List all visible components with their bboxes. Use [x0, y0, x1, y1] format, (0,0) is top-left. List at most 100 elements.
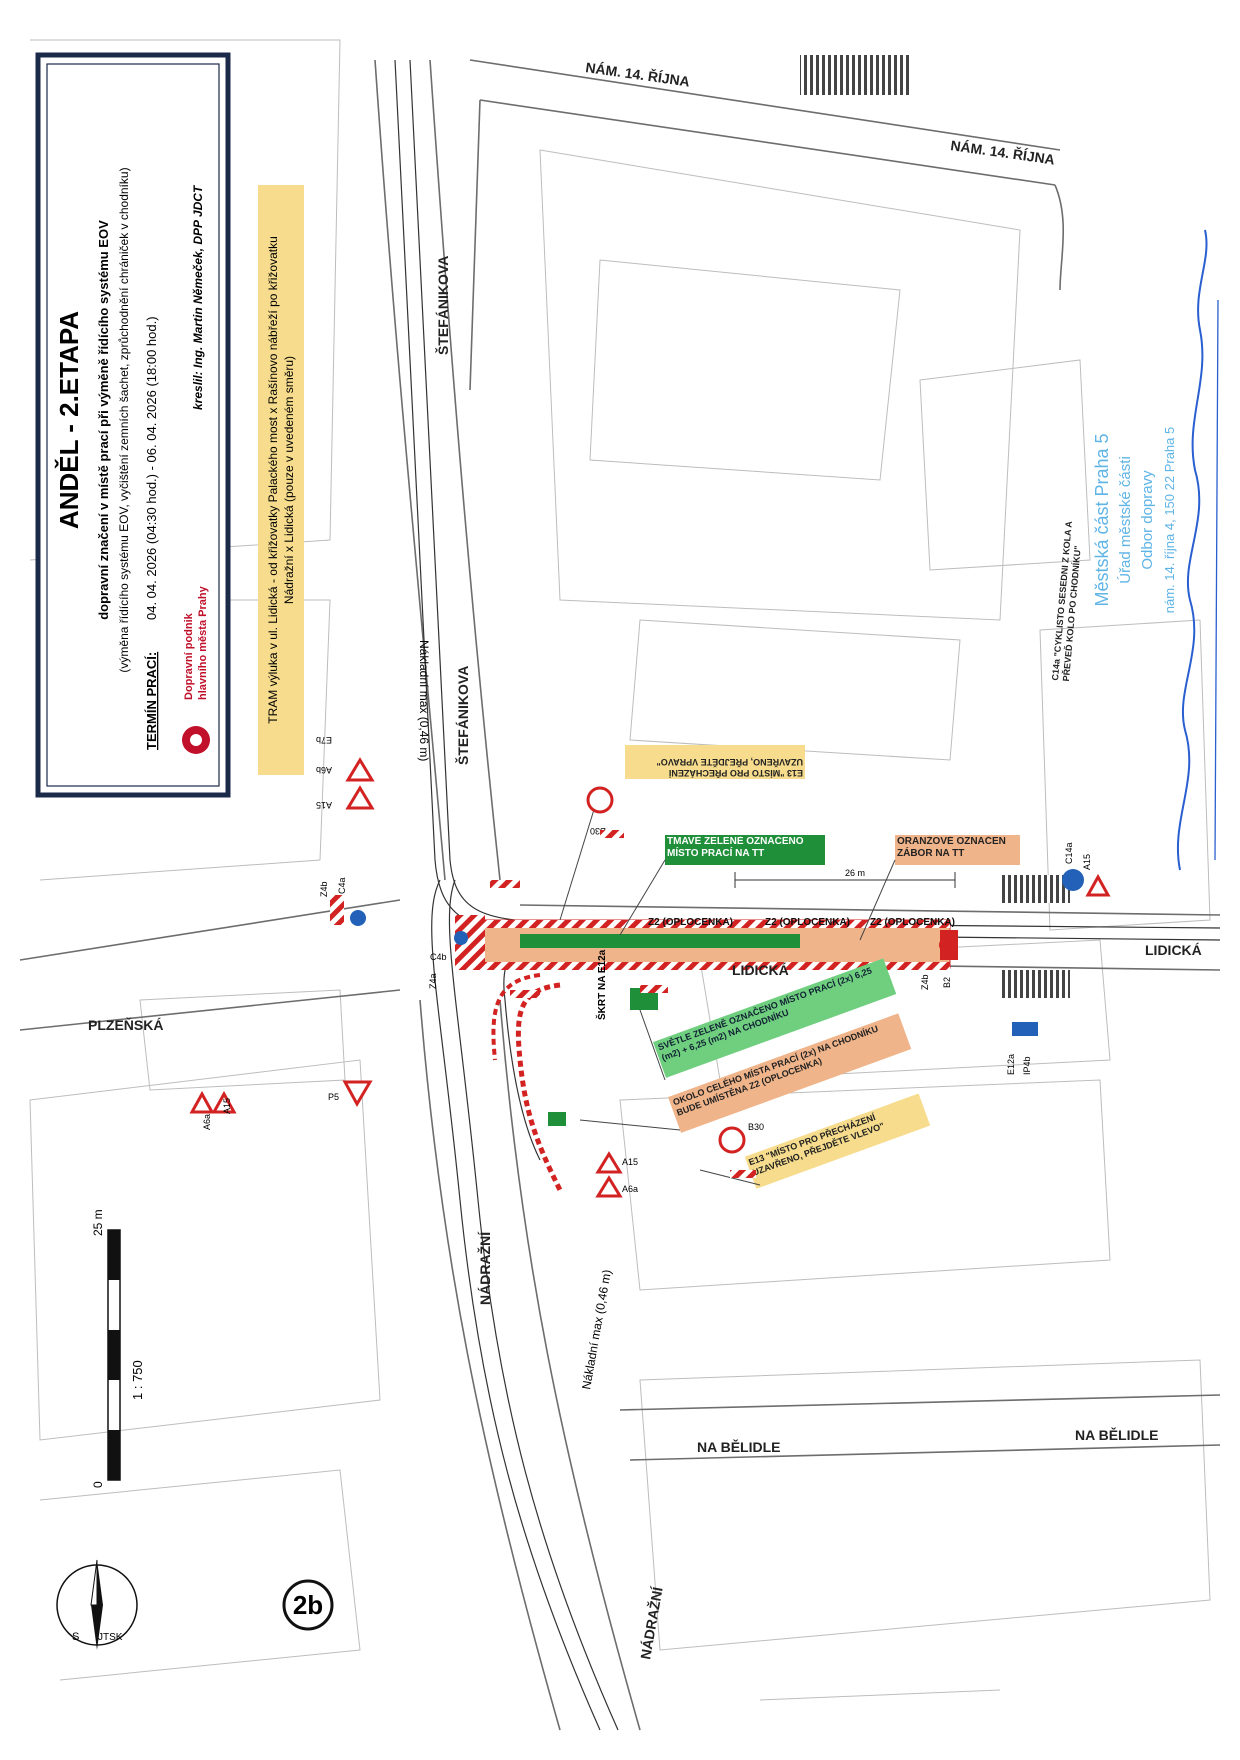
fence-label: Z2 (OPLOCENKA) [765, 917, 850, 928]
orange-zone-note: ORANŽOVĚ OZNAČEN ZÁBOR NA TT [897, 836, 1006, 859]
street-label-nadrazni: NÁDRAŽNÍ [476, 1231, 493, 1305]
street-label-plzenska: PLZEŇSKÁ [88, 1016, 163, 1033]
barrier-icon [330, 895, 344, 925]
info-sign-icon [1012, 1022, 1038, 1036]
sign-label: A15 [316, 800, 332, 810]
warning-triangle-icon [189, 1090, 215, 1114]
annotation-e13-upper: E13 "MÍSTO PRO PŘECHÁZENÍ UZAVŘENO, PŘEJ… [625, 745, 805, 779]
scale-mark: 25 m [91, 1209, 105, 1236]
nakladni-label: Nákladní max (0,46 m) [579, 1269, 614, 1391]
sign-label: C14a [1064, 842, 1074, 864]
light-green-work-place [630, 988, 658, 1010]
sign-label: Z4b [319, 881, 329, 897]
sign-label: B30 [748, 1122, 764, 1132]
sign-label: B30 [590, 826, 606, 836]
yield-sign-icon [342, 1080, 373, 1108]
crosswalk [1000, 970, 1070, 998]
sign-label: A6a [202, 1114, 212, 1130]
stamp: Městská část Praha 5 Úřad městské části … [1092, 427, 1177, 613]
street-label-na-belidle: NA BĚLIDLE [697, 1438, 780, 1455]
sign-label: Z4a [428, 973, 438, 989]
sign-label: E7b [316, 735, 332, 745]
term-value: 04. 04. 2026 (04:30 hod.) - 06. 04. 2026… [144, 316, 159, 620]
barriers [490, 830, 756, 1178]
e13-lower-note: E13 "MÍSTO PRO PŘECHÁZENÍ UZAVŘENO, PŘEJ… [747, 1112, 886, 1178]
street-label-stefanikova: ŠTEFÁNIKOVA [454, 666, 471, 765]
work-zone-lidicka [455, 915, 958, 970]
warning-triangle-icon [595, 1175, 623, 1198]
warning-triangle-icon [211, 1090, 237, 1114]
stamp-line: Úřad městské části [1117, 456, 1134, 584]
street-label-stefanikova: ŠTEFÁNIKOVA [434, 256, 451, 355]
sign-label: A6b [316, 765, 332, 775]
sign-label: B2 [942, 977, 952, 988]
sign-label: A15 [622, 1157, 638, 1167]
plan-subtitle: dopravní značení v místě prací při výměn… [96, 220, 111, 620]
annotation-cyclist: C14a "CYKLISTO SESEDNI Z KOLA A PŘEVEĎ K… [1050, 521, 1083, 682]
stamp-line: Odbor dopravy [1139, 470, 1156, 570]
cyclist-sign-icon [1062, 869, 1084, 891]
term-label: TERMÍN PRACÍ: [144, 652, 159, 750]
scale-ratio: 1 : 750 [130, 1360, 145, 1400]
sign-label: A6a [622, 1184, 638, 1194]
sign-label: IP4b [1022, 1056, 1032, 1075]
handwritten-signature [1176, 229, 1208, 871]
warning-triangle-icon [345, 757, 375, 782]
fence-label: Z2 (OPLOCENKA) [648, 917, 733, 928]
direction-sign-icon [454, 931, 468, 945]
handwritten-signature [1214, 299, 1219, 861]
sheet-id-label: 2b [293, 1590, 323, 1620]
annotation-dark-green: TMAVĚ ZELENĚ OZNAČENO MÍSTO PRACÍ NA TT [665, 835, 825, 865]
crosswalk [1000, 875, 1070, 903]
street-label-lidicka: LIDICKÁ [732, 962, 789, 978]
author: kreslil: Ing. Martin Němeček, DPP JDCT [191, 184, 205, 410]
no-pedestrians-sign-icon [718, 1126, 746, 1154]
warning-triangle-icon [345, 785, 375, 810]
light-green-work-place [548, 1112, 566, 1126]
skrt-note: ŠKRT NA E12a [595, 949, 608, 1020]
tram-note-line2: Nádražní x Lidická (pouze v uvedeném smě… [282, 356, 296, 604]
north-s-label: S [72, 1631, 79, 1643]
curved-fence [491, 973, 541, 1061]
scale-bar: 0 25 m 1 : 750 [91, 1209, 145, 1488]
sheet-id: 2b [282, 1579, 334, 1631]
scale-zero: 0 [91, 1481, 105, 1488]
sign-label: C4b [430, 952, 447, 962]
sign-label: A15 [222, 1098, 232, 1114]
stamp-line: Městská část Praha 5 [1092, 433, 1112, 606]
tram-note-line1: TRAM výluka v ul. Lidická - od křižovatk… [266, 236, 280, 724]
crosswalk [800, 55, 910, 95]
dimension-label: 26 m [845, 868, 865, 878]
building-outlines [29, 39, 1211, 1701]
annotation-orange-fence: OKOLO CELÉHO MÍSTA PRACÍ (2x) NA CHODNÍK… [668, 1013, 912, 1133]
warning-triangle-icon [1085, 873, 1111, 897]
sign-label: Z4b [920, 974, 930, 990]
company-name-1: Dopravní podnik [183, 612, 195, 700]
north-arrow: S JTSK [56, 1559, 138, 1650]
nakladni-label: Nákladní max (0,46 m) [417, 640, 431, 761]
traffic-signs: A15 A6b E7b B30 C4a Z4b C4b Z4a B2 Z4b A… [189, 735, 1111, 1198]
tram-note: TRAM výluka v ul. Lidická - od křižovatk… [258, 185, 304, 775]
annotation-e13-lower: E13 "MÍSTO PRO PŘECHÁZENÍ UZAVŘENO, PŘEJ… [744, 1093, 931, 1189]
title-block: ANDĚL - 2.ETAPA dopravní značení v místě… [35, 52, 231, 798]
stamp-line: nám. 14. října 4, 150 22 Praha 5 [1162, 427, 1177, 613]
sign-label: A15 [1082, 854, 1092, 870]
direction-sign-icon [350, 910, 366, 926]
dpp-logo-icon [190, 734, 202, 746]
street-label-nadrazni: NÁDRAŽNÍ [636, 1584, 666, 1660]
no-pedestrians-sign-icon [586, 786, 614, 814]
sign-label: C4a [337, 877, 347, 894]
sign-label: P5 [328, 1092, 339, 1102]
plan-title: ANDĚL - 2.ETAPA [54, 311, 84, 529]
fence-label: Z2 (OPLOCENKA) [870, 917, 955, 928]
dark-green-note: TMAVĚ ZELENĚ OZNAČENO MÍSTO PRACÍ NA TT [667, 836, 804, 859]
street-label-na-belidle: NA BĚLIDLE [1075, 1426, 1158, 1443]
sign-label: E12a [1006, 1054, 1016, 1075]
annotation-light-green: SVĚTLE ZELENĚ OZNAČENO MÍSTO PRACÍ (2x) … [653, 958, 897, 1078]
dimension-line [734, 872, 956, 888]
street-label-lidicka: LIDICKÁ [1145, 942, 1202, 958]
plan-description: (výměna řídícího systému EOV, vyčištění … [117, 167, 131, 672]
warning-triangle-icon [595, 1151, 623, 1174]
north-jtsk-label: JTSK [98, 1632, 123, 1643]
